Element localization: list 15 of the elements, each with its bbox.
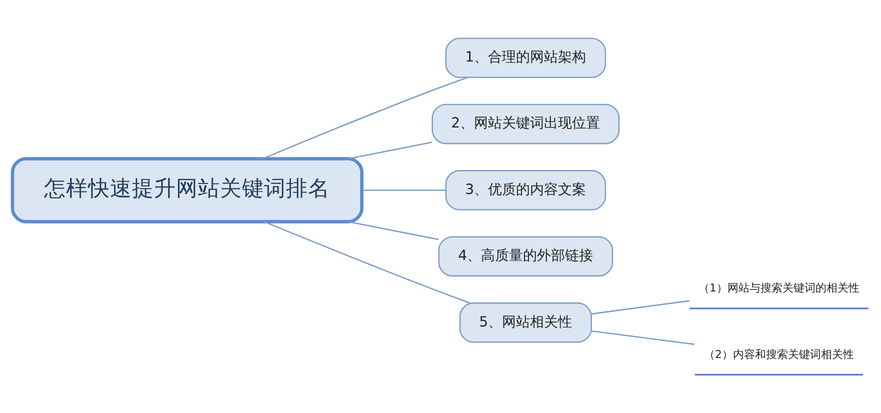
node-box: 4、高质量的外部链接 — [438, 236, 614, 277]
node-box: 怎样快速提升网站关键词排名 — [10, 157, 364, 224]
node-text: （2）内容和搜索关键词相关性 — [704, 348, 854, 361]
connector — [591, 300, 690, 315]
node-text: （1）网站与搜索关键词的相关性 — [698, 282, 860, 295]
connector — [362, 190, 446, 191]
connector — [264, 221, 470, 304]
connector — [591, 330, 695, 345]
node-box: 2、网站关键词出现位置 — [432, 104, 620, 144]
connector — [348, 221, 439, 240]
connector — [262, 76, 468, 160]
node-box: 3、优质的内容文案 — [445, 170, 606, 210]
node-box: 1、合理的网站架构 — [445, 38, 606, 78]
connector — [348, 142, 432, 160]
node-box: 5、网站相关性 — [459, 302, 592, 343]
